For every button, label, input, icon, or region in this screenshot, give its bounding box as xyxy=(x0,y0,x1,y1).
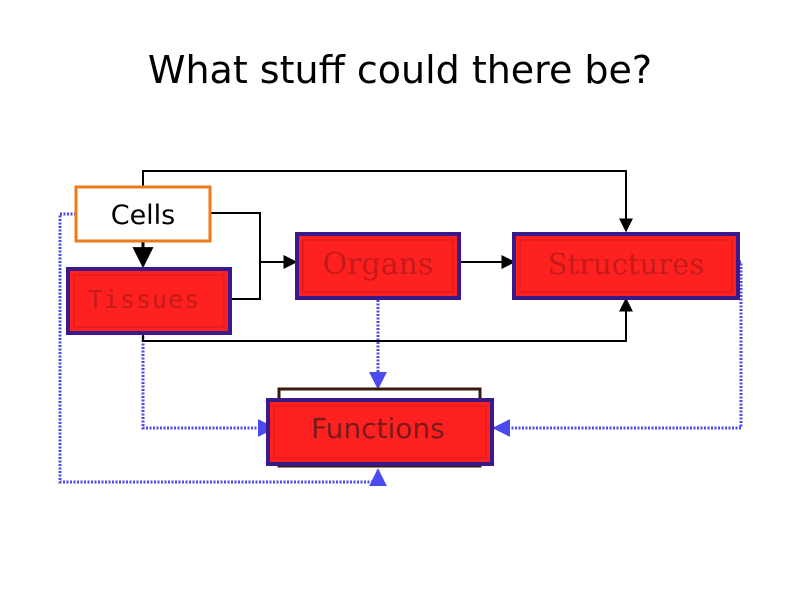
edge-cells-functions xyxy=(58,212,387,487)
node-structures: Structures xyxy=(512,232,740,300)
slide-title: What stuff could there be? xyxy=(147,48,653,92)
node-organs: Organs xyxy=(295,232,461,300)
node-label-cells: Cells xyxy=(111,200,176,231)
node-label-structures: Structures xyxy=(548,247,705,281)
node-label-functions: Functions xyxy=(311,412,445,445)
edge-cells-structures xyxy=(142,170,633,233)
node-label-tissues: Tissues xyxy=(88,285,200,314)
edge-cells-organs xyxy=(210,212,298,269)
edge-tissues-organs xyxy=(230,262,261,300)
node-functions: Functions xyxy=(266,398,494,466)
edge-tissues-structures xyxy=(142,297,633,342)
node-label-organs: Organs xyxy=(323,247,434,282)
solid-connectors xyxy=(142,170,633,342)
edge-tissues-functions xyxy=(141,333,276,437)
node-cells: Cells xyxy=(74,185,212,243)
node-tissues: Tissues xyxy=(66,267,232,335)
